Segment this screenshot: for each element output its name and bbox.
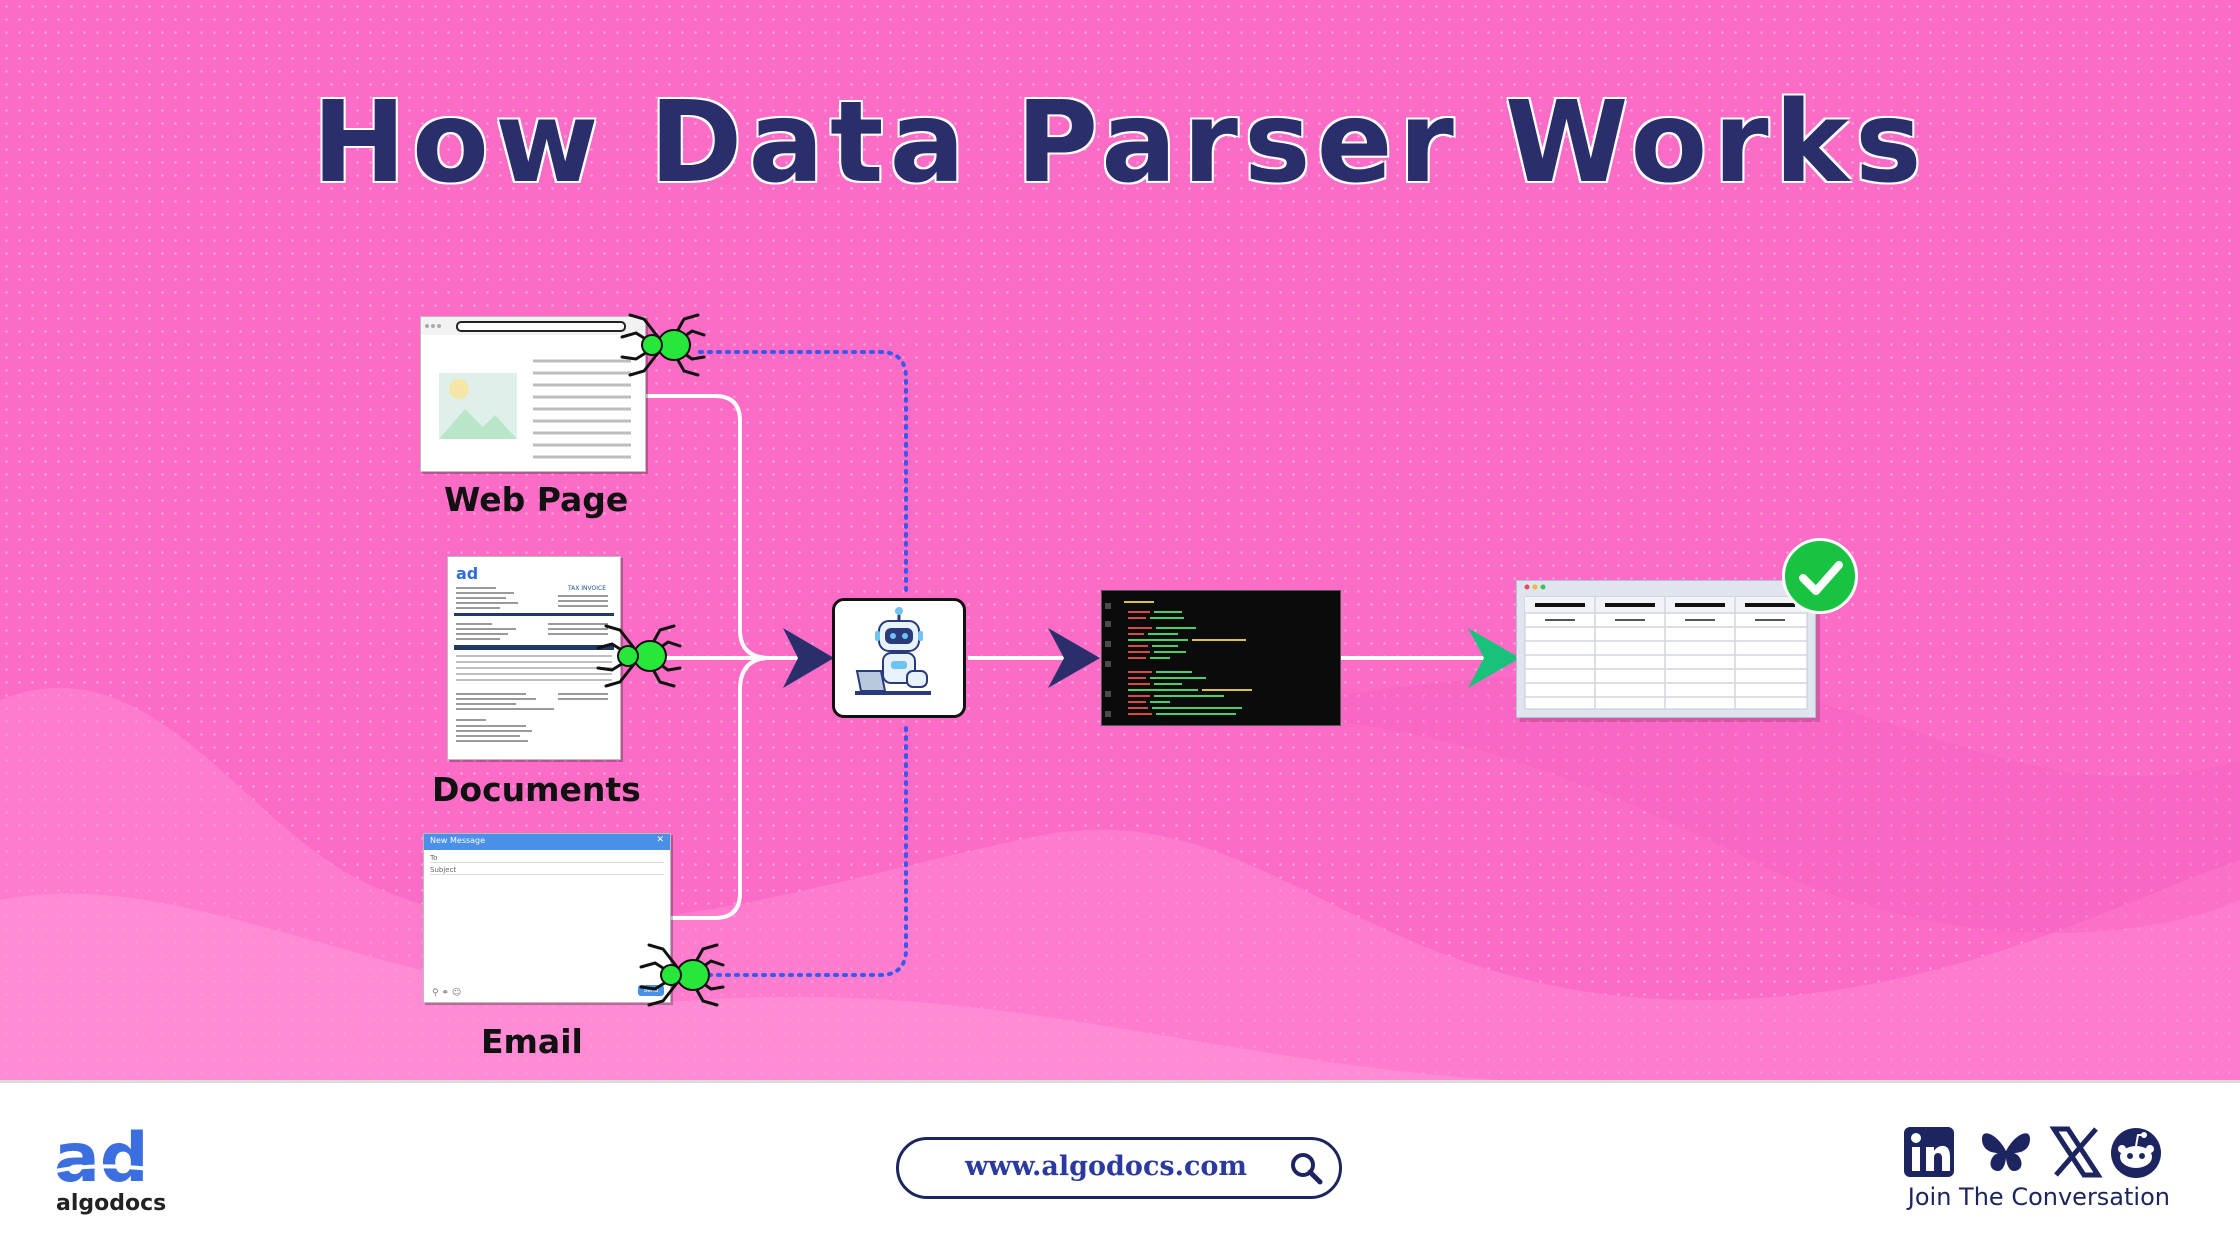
website-search-bar[interactable]: www.algodocs.com — [896, 1137, 1342, 1199]
reddit-icon[interactable] — [2110, 1125, 2166, 1179]
butterfly-icon[interactable] — [1978, 1125, 2034, 1179]
spreadsheet-icon — [1524, 584, 1808, 710]
output-table-window — [1516, 580, 1816, 718]
page-title: How Data Parser Works — [312, 78, 1928, 208]
svg-text:ad: ad — [456, 564, 478, 583]
arrow-to-parser — [783, 628, 834, 688]
attachment-icon[interactable]: ⚲ ⚭ ☺ — [432, 988, 462, 998]
email-card: New Message ✕ To Subject Send ⚲ ⚭ ☺ — [423, 833, 671, 1003]
join-conversation-text: Join The Conversation — [1907, 1183, 2170, 1211]
documents-label: Documents — [432, 770, 641, 809]
algodocs-logo-text: algodocs — [56, 1191, 167, 1216]
social-icons — [1902, 1125, 2162, 1181]
flow-connectors — [610, 350, 1520, 977]
linkedin-icon[interactable] — [1902, 1125, 1958, 1179]
search-icon[interactable] — [1287, 1149, 1327, 1189]
spider-icon — [639, 943, 725, 1007]
spider-icon — [620, 313, 706, 377]
email-window-title: New Message ✕ — [424, 834, 670, 850]
robot-icon — [855, 607, 931, 695]
arrow-to-code — [1048, 628, 1100, 688]
invoice-document-icon: ad — [454, 564, 614, 742]
document-card: TAX INVOICE ad — [447, 556, 621, 760]
svg-text:ad: ad — [54, 1123, 149, 1193]
email-send-button[interactable]: Send — [638, 985, 664, 996]
email-label: Email — [481, 1022, 583, 1061]
success-check-icon — [1782, 538, 1858, 614]
email-subject-field[interactable]: Subject — [430, 866, 664, 875]
parser-robot-box — [832, 598, 966, 718]
spider-icon — [596, 624, 682, 688]
email-to-field[interactable]: To — [430, 854, 664, 863]
arrow-to-table — [1468, 628, 1520, 688]
web-page-label: Web Page — [444, 480, 629, 519]
invoice-heading: TAX INVOICE — [567, 585, 606, 592]
browser-window-icon — [421, 317, 645, 459]
x-icon[interactable] — [2048, 1125, 2104, 1179]
crawler-spiders — [596, 313, 725, 1007]
website-url[interactable]: www.algodocs.com — [965, 1151, 1247, 1182]
code-terminal — [1101, 590, 1341, 726]
web-page-card — [420, 316, 646, 472]
terminal-code-lines — [1105, 601, 1252, 717]
hero-section: How Data Parser Works — [0, 0, 2240, 1080]
algodocs-logo[interactable]: ad — [54, 1119, 164, 1198]
algodocs-logo-mark: ad — [54, 1119, 151, 1198]
footer: ad algodocs www.algodocs.com — [0, 1080, 2240, 1260]
close-icon[interactable]: ✕ — [656, 835, 664, 845]
